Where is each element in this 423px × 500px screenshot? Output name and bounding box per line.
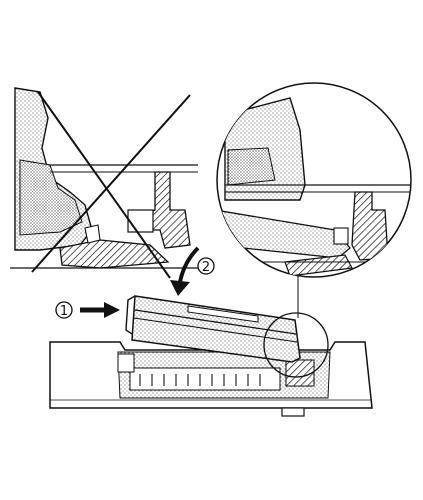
device-base — [49, 341, 373, 417]
step-2-label: 2 — [202, 260, 210, 275]
step-2-arrow-icon — [170, 246, 200, 296]
cross-out-icon — [31, 91, 191, 279]
incorrect-detail-panel — [10, 87, 198, 269]
step-2-callout: 2 — [197, 257, 215, 275]
step-1-callout: 1 — [55, 301, 73, 319]
step-1-arrow-icon — [80, 302, 120, 318]
tilted-card — [125, 295, 301, 363]
magnified-detail-circle — [216, 82, 412, 278]
step-1-label: 1 — [60, 304, 68, 319]
detail-highlight-circle — [263, 312, 329, 378]
